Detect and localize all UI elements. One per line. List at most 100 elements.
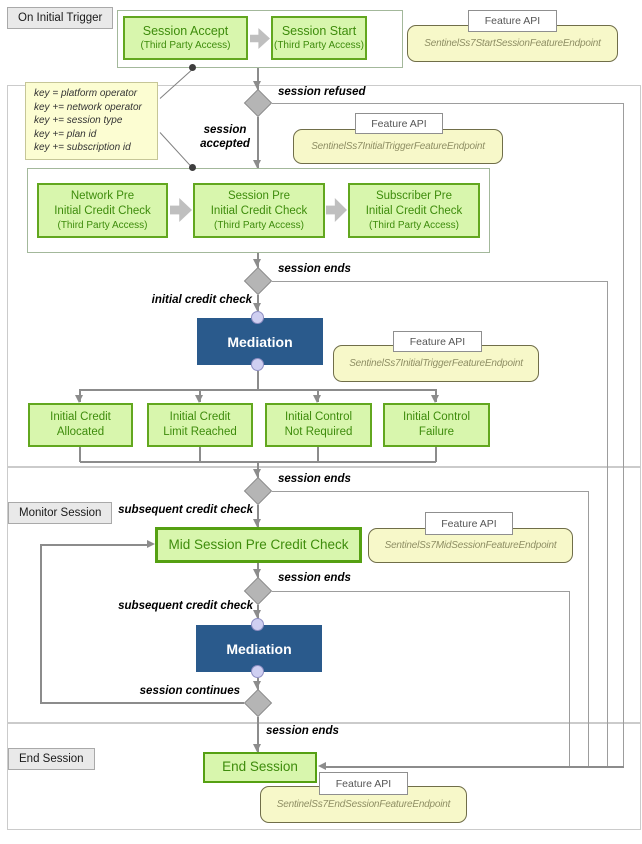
flow-split-line (80, 389, 436, 391)
arrowhead-down (253, 81, 261, 89)
arrowhead-into-end-session-right (318, 762, 326, 770)
junction-dot (189, 164, 196, 171)
node-mediation-2: Mediation (196, 625, 322, 672)
flow-line (257, 371, 259, 390)
edge-loop-left (40, 544, 42, 704)
section-label-on-initial-trigger: On Initial Trigger (7, 7, 114, 29)
arrowhead-down (253, 519, 261, 527)
key-note-line: key += network operator (34, 101, 142, 113)
feature-api-tag: Feature API (425, 512, 513, 535)
feature-api-endpoint-initial-trigger: SentinelSs7InitialTriggerFeatureEndpoint (293, 129, 503, 164)
node-title: Not Required (284, 426, 353, 438)
node-subscriber-pre-initial-credit-check: Subscriber Pre Initial Credit Check (Thi… (348, 183, 480, 238)
edge-label-session-accepted: session accepted (200, 124, 250, 150)
section-end-session (7, 723, 641, 830)
node-title: Mediation (227, 333, 293, 350)
node-title: Session Start (281, 23, 357, 38)
node-title: Initial Credit Check (210, 205, 308, 217)
feature-api-tag: Feature API (393, 331, 482, 352)
edge-label-subsequent-credit-check: subsequent credit check (118, 600, 253, 612)
edge-label-session-ends: session ends (278, 473, 351, 485)
node-title: End Session (222, 759, 298, 775)
edge-session-refused-v (623, 103, 624, 767)
flow-line (435, 447, 437, 462)
arrowhead-into-mid-session-left (147, 540, 155, 548)
key-note: key = platform operator key += network o… (25, 82, 158, 160)
node-title: Initial Control (402, 411, 471, 424)
arrowhead-down (253, 681, 261, 689)
node-title: Initial Credit (169, 411, 231, 424)
node-title: Limit Reached (163, 426, 237, 438)
node-title: Initial Credit Check (365, 205, 463, 217)
node-subtitle: (Third Party Access) (273, 40, 365, 52)
flow-line (257, 717, 259, 752)
node-initial-control-failure: Initial Control Failure (383, 403, 490, 447)
feature-api-tag: Feature API (468, 10, 557, 32)
mediation-output-port (251, 358, 264, 371)
node-title: Subscriber Pre (375, 190, 453, 203)
flow-line (79, 447, 81, 462)
section-monitor-session (7, 467, 641, 723)
arrowhead-down (253, 303, 261, 311)
edge-label-session-continues: session continues (139, 685, 240, 697)
arrowhead-down (75, 395, 83, 403)
arrowhead-down (195, 395, 203, 403)
node-title: Session Pre (227, 190, 290, 203)
arrowhead-down (313, 395, 321, 403)
edge-loop-bottom (40, 702, 244, 704)
edge-session-ends3-h (272, 591, 570, 592)
section-label-monitor-session: Monitor Session (8, 502, 113, 524)
node-title: Initial Control (284, 411, 353, 424)
node-title: Network Pre (70, 190, 135, 203)
mediation-input-port (251, 311, 264, 324)
node-title: Session Accept (142, 23, 229, 38)
mediation-input-port (251, 618, 264, 631)
node-title: Mid Session Pre Credit Check (168, 536, 349, 552)
node-title: Initial Credit (50, 411, 111, 424)
node-subtitle: (Third Party Access) (57, 219, 148, 231)
edge-label-session-refused: session refused (278, 86, 366, 98)
mediation-output-port (251, 665, 264, 678)
edge-label-subsequent-credit-check: subsequent credit check (118, 504, 253, 516)
feature-api-tag: Feature API (319, 772, 408, 795)
edge-session-ends3-v (569, 591, 570, 767)
node-subtitle: (Third Party Access) (140, 40, 231, 52)
section-on-initial-trigger (7, 85, 641, 467)
junction-dot (189, 64, 196, 71)
edge-label-session-ends: session ends (278, 572, 351, 584)
node-subtitle: (Third Party Access) (213, 219, 305, 231)
flow-line (257, 68, 259, 90)
node-initial-credit-allocated: Initial Credit Allocated (28, 403, 133, 447)
edge-session-ends2-v (588, 491, 589, 767)
edge-session-ends2-h (272, 491, 589, 492)
key-note-line: key = platform operator (34, 88, 138, 99)
node-session-accept: Session Accept (Third Party Access) (123, 16, 248, 60)
arrowhead-down (431, 395, 439, 403)
edge-label-session-ends: session ends (266, 725, 339, 737)
node-network-pre-initial-credit-check: Network Pre Initial Credit Check (Third … (37, 183, 168, 238)
key-note-line: key += subscription id (34, 142, 131, 153)
flow-line (317, 447, 319, 462)
node-title: Allocated (56, 426, 105, 438)
arrowhead-down (253, 160, 261, 168)
arrowhead-down (253, 259, 261, 267)
flow-line (257, 505, 259, 527)
feature-api-tag: Feature API (355, 113, 443, 134)
node-subtitle: (Third Party Access) (368, 219, 460, 231)
edge-loop-top (40, 544, 147, 546)
key-note-line: key += plan id (34, 128, 97, 140)
edge-label-session-ends: session ends (278, 263, 351, 275)
node-end-session: End Session (203, 752, 317, 783)
arrowhead-down (253, 569, 261, 577)
node-initial-control-not-required: Initial Control Not Required (265, 403, 372, 447)
flow-line (199, 447, 201, 462)
node-title: Initial Credit Check (54, 205, 151, 217)
edge-session-refused-h (272, 103, 624, 104)
key-note-line: key += session type (34, 115, 123, 126)
flow-line (257, 117, 259, 168)
node-mediation-1: Mediation (197, 318, 323, 365)
edge-session-ends1-v (607, 281, 608, 767)
node-title: Mediation (226, 640, 292, 657)
edge-merge-into-end-session (326, 766, 624, 768)
